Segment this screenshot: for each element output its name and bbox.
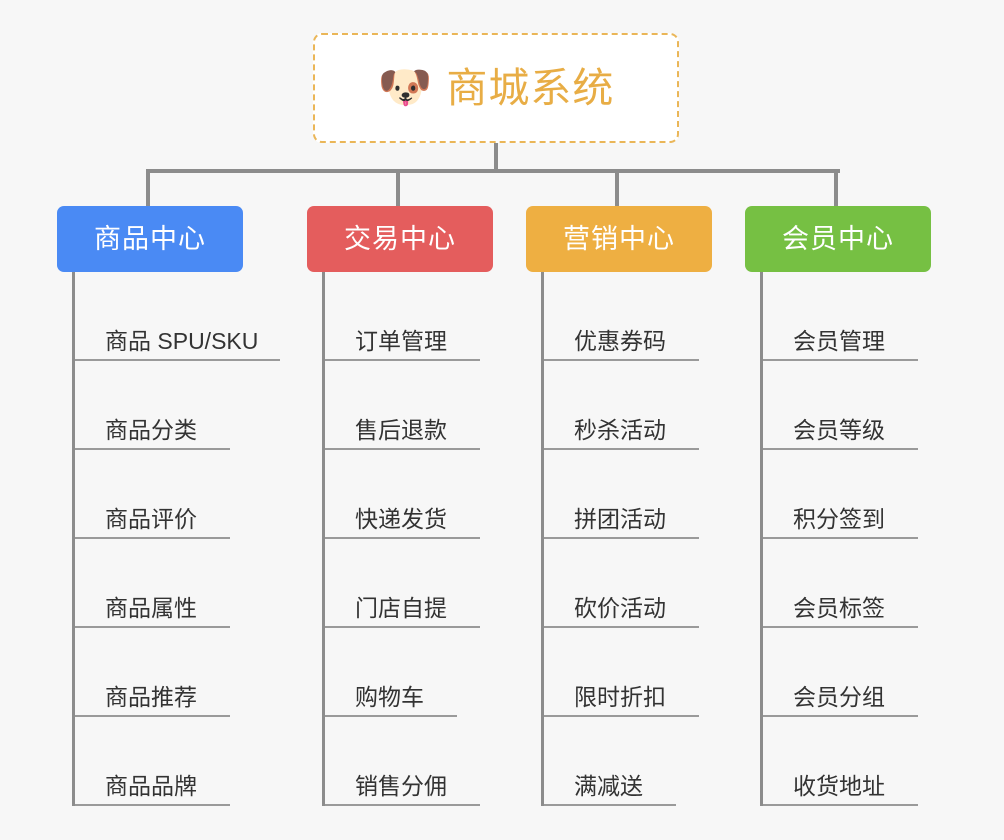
leaf-item-underline: [763, 448, 918, 450]
leaf-item-label: 门店自提: [355, 595, 447, 621]
leaf-item[interactable]: 商品属性: [75, 539, 258, 628]
leaf-item-underline: [544, 359, 699, 361]
leaf-item-label: 商品推荐: [105, 684, 197, 710]
leaf-item-label: 售后退款: [355, 417, 447, 443]
leaf-column-3: 优惠券码秒杀活动拼团活动砍价活动限时折扣满减送: [541, 272, 699, 806]
leaf-item-underline: [763, 626, 918, 628]
leaf-item-label: 会员分组: [793, 684, 885, 710]
leaf-item[interactable]: 满减送: [544, 717, 676, 806]
leaf-item-label: 商品属性: [105, 595, 197, 621]
leaf-item-underline: [325, 359, 480, 361]
leaf-item-underline: [75, 359, 280, 361]
category-box-1[interactable]: 商品中心: [57, 206, 243, 272]
leaf-item[interactable]: 商品分类: [75, 361, 258, 450]
connector-drop-3: [615, 169, 619, 206]
shiba-dog-emoji: 🐶: [377, 63, 433, 112]
leaf-item[interactable]: 会员标签: [763, 539, 918, 628]
leaf-item[interactable]: 商品 SPU/SKU: [75, 272, 280, 361]
category-box-2[interactable]: 交易中心: [307, 206, 493, 272]
connector-drop-4: [834, 169, 838, 206]
leaf-item-underline: [325, 626, 480, 628]
leaf-item[interactable]: 购物车: [325, 628, 457, 717]
leaf-item[interactable]: 门店自提: [325, 539, 480, 628]
leaf-item-label: 商品分类: [105, 417, 197, 443]
leaf-item-underline: [325, 715, 457, 717]
leaf-item-underline: [763, 804, 918, 806]
leaf-item-label: 商品 SPU/SKU: [105, 328, 259, 354]
leaf-item-label: 销售分佣: [355, 773, 447, 799]
leaf-item[interactable]: 拼团活动: [544, 450, 699, 539]
leaf-item[interactable]: 订单管理: [325, 272, 480, 361]
connector-drop-1: [146, 169, 150, 206]
leaf-item-label: 限时折扣: [574, 684, 666, 710]
leaf-item-label: 秒杀活动: [574, 417, 666, 443]
leaf-item[interactable]: 商品评价: [75, 450, 258, 539]
leaf-item-underline: [763, 359, 918, 361]
category-label: 商品中心: [94, 223, 206, 254]
leaf-item[interactable]: 会员分组: [763, 628, 918, 717]
leaf-item-label: 会员管理: [793, 328, 885, 354]
leaf-item[interactable]: 积分签到: [763, 450, 918, 539]
leaf-item-label: 商品品牌: [105, 773, 197, 799]
leaf-item-label: 会员等级: [793, 417, 885, 443]
leaf-item[interactable]: 销售分佣: [325, 717, 480, 806]
leaf-item-label: 积分签到: [793, 506, 885, 532]
leaf-item-underline: [544, 537, 699, 539]
leaf-item[interactable]: 会员管理: [763, 272, 918, 361]
leaf-item-underline: [75, 537, 230, 539]
leaf-item[interactable]: 商品推荐: [75, 628, 258, 717]
leaf-item[interactable]: 秒杀活动: [544, 361, 699, 450]
leaf-item-label: 购物车: [355, 684, 424, 710]
leaf-column-4: 会员管理会员等级积分签到会员标签会员分组收货地址: [760, 272, 918, 806]
leaf-item-underline: [325, 448, 480, 450]
leaf-column-2: 订单管理售后退款快递发货门店自提购物车销售分佣: [322, 272, 480, 806]
leaf-item[interactable]: 收货地址: [763, 717, 918, 806]
leaf-item[interactable]: 快递发货: [325, 450, 480, 539]
leaf-item-underline: [75, 804, 230, 806]
leaf-item[interactable]: 砍价活动: [544, 539, 699, 628]
leaf-item-underline: [325, 804, 480, 806]
leaf-item-underline: [763, 715, 918, 717]
leaf-item-label: 收货地址: [793, 773, 885, 799]
leaf-item[interactable]: 会员等级: [763, 361, 918, 450]
category-label: 营销中心: [563, 223, 675, 254]
leaf-item-underline: [763, 537, 918, 539]
leaf-item[interactable]: 售后退款: [325, 361, 480, 450]
leaf-item-underline: [544, 448, 699, 450]
leaf-item-label: 订单管理: [355, 328, 447, 354]
root-node-mall-system[interactable]: 🐶 商城系统: [313, 33, 679, 143]
category-box-3[interactable]: 营销中心: [526, 206, 712, 272]
category-label: 交易中心: [344, 223, 456, 254]
connector-drop-2: [396, 169, 400, 206]
leaf-item-underline: [325, 537, 480, 539]
leaf-item-label: 快递发货: [355, 506, 447, 532]
leaf-item-underline: [75, 626, 230, 628]
leaf-column-1: 商品 SPU/SKU 商品分类商品评价商品属性商品推荐商品品牌: [72, 272, 280, 806]
leaf-item-underline: [544, 626, 699, 628]
leaf-item-underline: [544, 804, 676, 806]
category-label: 会员中心: [782, 223, 894, 254]
connector-horizontal-bar: [148, 169, 840, 173]
leaf-item-underline: [75, 448, 230, 450]
root-node-title: 商城系统: [446, 64, 615, 111]
leaf-item-underline: [75, 715, 230, 717]
leaf-item-label: 砍价活动: [574, 595, 666, 621]
leaf-item-label: 满减送: [574, 773, 643, 799]
leaf-item-label: 会员标签: [793, 595, 885, 621]
connector-root-stem: [494, 143, 498, 172]
leaf-item[interactable]: 优惠券码: [544, 272, 699, 361]
leaf-item[interactable]: 限时折扣: [544, 628, 699, 717]
leaf-item-label: 拼团活动: [574, 506, 666, 532]
category-box-4[interactable]: 会员中心: [745, 206, 931, 272]
leaf-item[interactable]: 商品品牌: [75, 717, 258, 806]
leaf-item-underline: [544, 715, 699, 717]
leaf-item-label: 优惠券码: [574, 328, 666, 354]
leaf-item-label: 商品评价: [105, 506, 197, 532]
